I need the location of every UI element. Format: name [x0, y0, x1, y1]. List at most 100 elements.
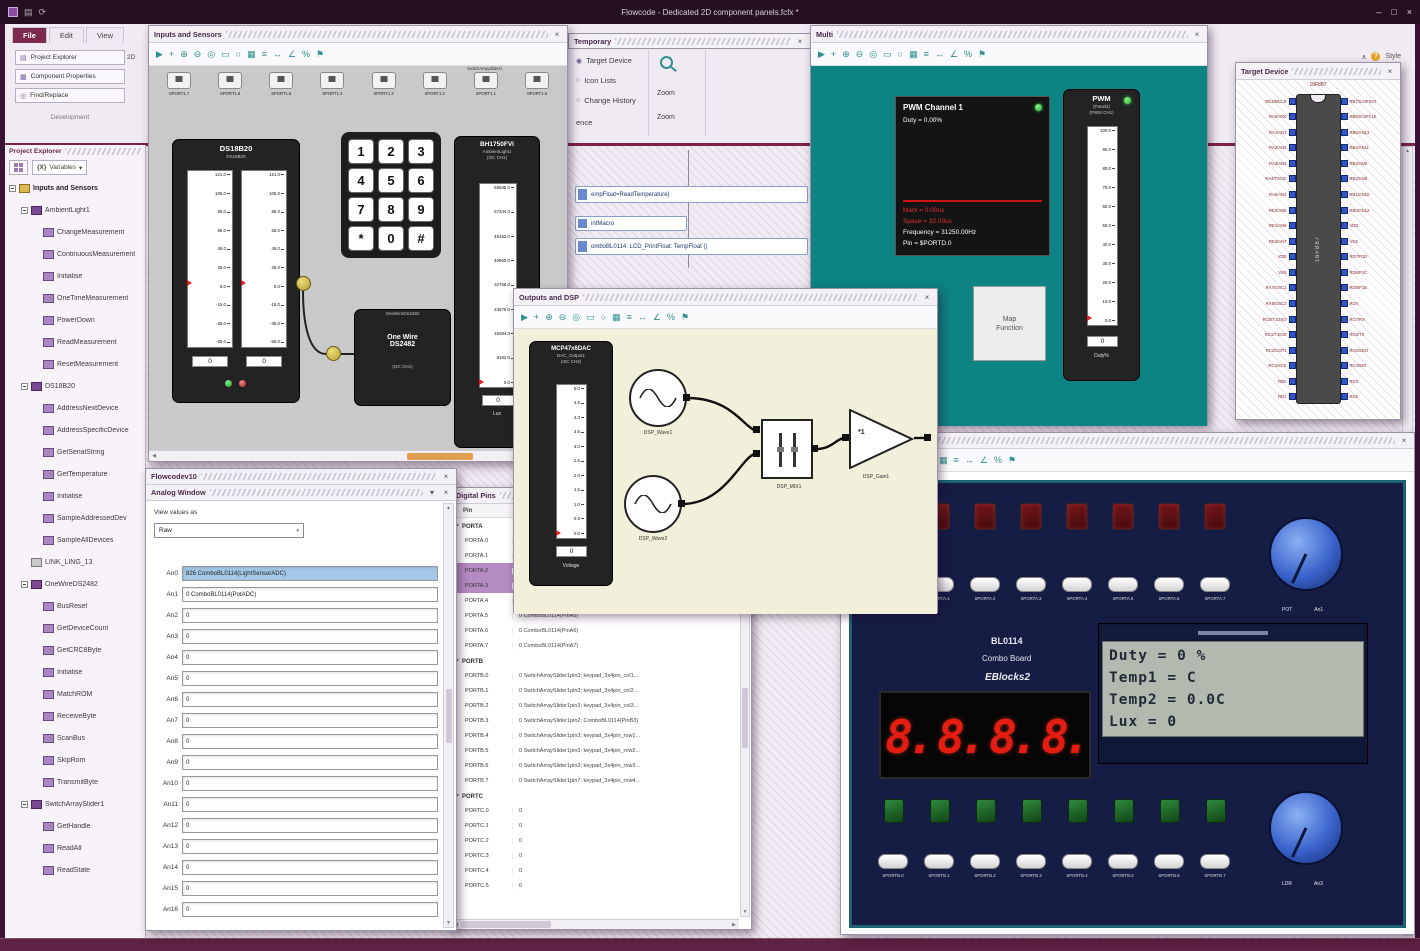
scrollbar-thumb[interactable] [445, 688, 452, 743]
chip-pin[interactable]: RA2/AN2 [1240, 141, 1296, 155]
digital-pin-row[interactable]: PORTC.1 0 [451, 818, 741, 833]
chip-pin[interactable]: RB3/AN9 [1340, 156, 1397, 170]
scrollbar-thumb[interactable] [407, 452, 473, 460]
chip-pin[interactable]: RE0/AN5 [1240, 203, 1296, 217]
chip-pin[interactable]: RD5/P1B [1340, 281, 1397, 295]
scroll-down-icon[interactable]: ▼ [742, 909, 748, 915]
group-titlebar[interactable]: Flowcodev10 × [146, 469, 456, 485]
keypad-key[interactable]: # [408, 226, 434, 251]
flag-icon[interactable]: ⚑ [315, 48, 325, 59]
digital-pin-row[interactable]: PORTA [451, 518, 741, 533]
tree-item[interactable]: SkipRom [5, 749, 145, 771]
zoom-fit-icon[interactable]: ◎ [572, 311, 581, 322]
collapse-icon[interactable]: ▾ [429, 488, 434, 497]
keypad-key[interactable]: 9 [408, 197, 434, 222]
keypad-key[interactable]: 3 [408, 139, 434, 164]
close-icon[interactable]: × [1406, 7, 1412, 17]
percent-icon[interactable]: % [666, 311, 675, 322]
tree-item[interactable]: GetSerialString [5, 441, 145, 463]
ribbon-tab[interactable]: Edit [48, 27, 84, 43]
close-icon[interactable]: × [1194, 29, 1200, 39]
move-icon[interactable]: ↔ [934, 48, 944, 59]
tree-expander-icon[interactable] [9, 184, 16, 192]
tree-item[interactable]: DS18B20 [5, 375, 145, 397]
push-button[interactable] [1016, 854, 1046, 869]
angle-icon[interactable]: ∠ [949, 48, 958, 59]
view-item-target-device[interactable]: ◉ Target Device [576, 56, 632, 65]
keypad-key[interactable]: 7 [348, 197, 374, 222]
channel-value-field[interactable]: 0 [182, 839, 438, 854]
style-label[interactable]: Style [1385, 53, 1401, 60]
tree-item[interactable]: SampleAddressedDev [5, 507, 145, 529]
layers-icon[interactable]: ≡ [626, 311, 632, 322]
pan-icon[interactable]: + [168, 48, 175, 59]
chip-pin[interactable]: VDD [1240, 250, 1296, 264]
window-titlebar[interactable]: Analog Window ▾ × [146, 485, 456, 501]
close-icon[interactable]: × [1387, 66, 1393, 76]
push-button[interactable] [970, 854, 1000, 869]
tree-item[interactable]: Inputs and Sensors [5, 177, 145, 199]
push-button[interactable] [970, 577, 1000, 592]
chip-pin[interactable]: RC0/T1OSO [1240, 312, 1296, 326]
view-item-partial[interactable]: ence [576, 118, 592, 127]
chip-pin[interactable]: VSS [1340, 234, 1397, 248]
tree-item[interactable]: GetTemperature [5, 463, 145, 485]
channel-value-field[interactable]: 0 [182, 755, 438, 770]
tree-item[interactable]: MatchROM [5, 683, 145, 705]
scroll-up-icon[interactable]: ▲ [1405, 148, 1410, 154]
2d-panel-button[interactable]: 2D [127, 54, 136, 61]
zoom-in-icon[interactable]: ⊕ [842, 48, 850, 59]
pot-knob[interactable] [1269, 517, 1343, 591]
rect-icon[interactable]: ▭ [883, 48, 892, 59]
layers-icon[interactable]: ≡ [261, 48, 267, 59]
digital-pin-row[interactable]: PORTC.4 0 [451, 863, 741, 878]
channel-value-field[interactable]: 0 [182, 692, 438, 707]
grid-icon[interactable]: ▦ [909, 48, 918, 59]
grid-icon[interactable]: ▦ [939, 454, 948, 465]
keypad-key[interactable]: 8 [378, 197, 404, 222]
chip-pin[interactable]: RC2/CCP1 [1240, 343, 1296, 357]
close-icon[interactable]: × [443, 488, 449, 497]
chip-pin[interactable]: RC3/SCK [1240, 359, 1296, 373]
layers-icon[interactable]: ≡ [923, 48, 929, 59]
zoom-fit-icon[interactable]: ◎ [207, 48, 216, 59]
channel-value-field[interactable]: 0 [182, 671, 438, 686]
chip-pin[interactable]: RA7/OSC1 [1240, 281, 1296, 295]
panel-2d-canvas[interactable]: SPORT1.7 SPORT1.6 SPORT1.5 SPORT1.4 SPOR… [149, 66, 567, 452]
digital-pin-row[interactable]: PORTB.2 0 SwitchArraySlider1pin3; keypad… [451, 698, 741, 713]
tree-item[interactable]: AmbientLight1 [5, 199, 145, 221]
keypad-key[interactable]: 5 [378, 168, 404, 193]
port-connector[interactable]: SPORT1.3 [366, 72, 402, 96]
zoom-in-icon[interactable]: ⊕ [180, 48, 188, 59]
help-icon[interactable]: ? [1371, 52, 1381, 61]
maximize-icon[interactable]: □ [1391, 7, 1397, 17]
tree-item[interactable]: ScanBus [5, 727, 145, 749]
push-button[interactable] [1154, 577, 1184, 592]
tree-item[interactable]: ReadState [5, 859, 145, 881]
tree-item[interactable]: LINK_LING_13 [5, 551, 145, 573]
minimize-icon[interactable]: – [1376, 7, 1382, 17]
chip-pin[interactable]: RD3 [1340, 374, 1397, 388]
chip-pin[interactable]: RB4/AN11 [1340, 141, 1397, 155]
dsp-wave1-block[interactable] [629, 369, 687, 427]
zoom-icon[interactable] [660, 56, 673, 69]
push-button[interactable] [924, 854, 954, 869]
close-icon[interactable]: × [924, 292, 930, 302]
push-button[interactable] [1200, 854, 1230, 869]
chip-pin[interactable]: RC4/SDI [1340, 359, 1397, 373]
panel-header[interactable]: Project Explorer [5, 145, 145, 158]
scroll-down-icon[interactable]: ▼ [446, 920, 451, 926]
digital-pin-row[interactable]: PORTA.5 0 ComboBL0114(PinA5) [451, 608, 741, 623]
scrollbar-thumb[interactable] [742, 687, 748, 748]
port-connector[interactable]: SPORT1.4 [314, 72, 350, 96]
zoom-out-icon[interactable]: ⊖ [855, 48, 864, 59]
chip-pin[interactable]: RB6/ICSPCLK [1340, 110, 1397, 124]
tree-item[interactable]: AddressNextDevice [5, 397, 145, 419]
chip-pin[interactable]: RA6/OSC2 [1240, 297, 1296, 311]
port-connector[interactable]: SPORT1.1 [468, 72, 504, 96]
channel-value-field[interactable]: 0 [182, 881, 438, 896]
digital-pin-row[interactable]: PORTB.5 0 SwitchArraySlider1pin3; keypad… [451, 743, 741, 758]
tree-item[interactable]: Initialise [5, 485, 145, 507]
